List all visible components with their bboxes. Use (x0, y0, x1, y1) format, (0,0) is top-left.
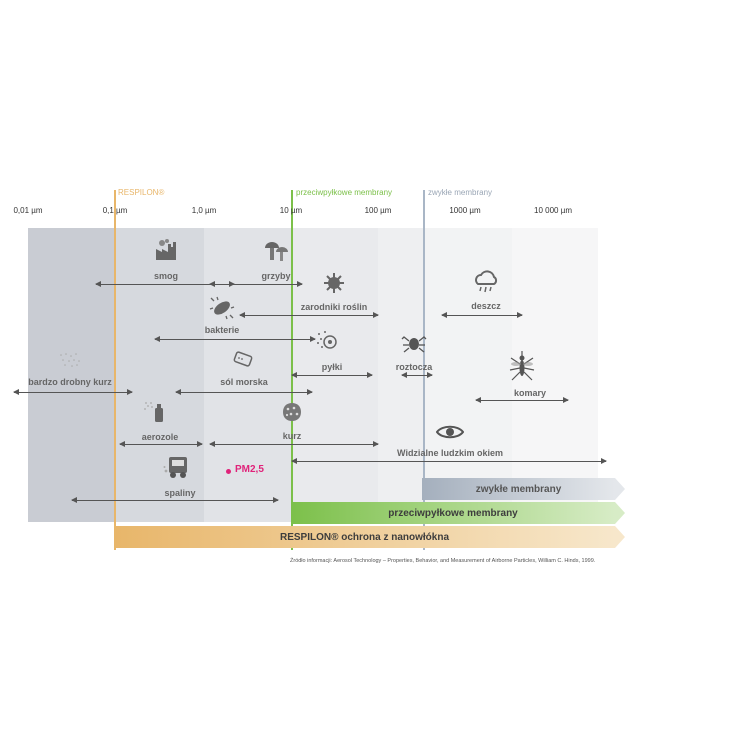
label-pollen: pyłki (321, 362, 343, 372)
range-bacteria (154, 336, 316, 342)
eye-icon (436, 425, 464, 439)
bar-respilon: RESPILON® ochrona z nanowłókna (114, 526, 625, 548)
tick-3: 10 µm (279, 206, 303, 215)
label-exhaust: spaliny (164, 488, 196, 498)
range-sea-salt (175, 389, 313, 395)
label-visible: Widzialne ludzkim okiem (397, 448, 503, 458)
source-note: Źródło informacji: Aerosol Technology – … (290, 558, 596, 564)
mosquito-icon (509, 351, 535, 381)
range-fungi (209, 281, 303, 287)
band-3 (204, 228, 292, 522)
bacteria-icon (209, 296, 235, 320)
label-sea-salt: sól morska (220, 377, 268, 387)
tick-4: 100 µm (364, 206, 392, 215)
label-mites: roztocza (395, 362, 433, 372)
range-mites (401, 372, 433, 378)
bar-regular-label: zwykłe membrany (475, 483, 562, 495)
range-dust (209, 441, 379, 447)
zone-label-respilon: RESPILON® (118, 188, 165, 197)
label-dust: kurz (282, 431, 302, 441)
range-fine-dust (13, 389, 133, 395)
label-smog: smog (153, 271, 179, 281)
pollen-icon (317, 331, 337, 349)
bar-pollen-membranes: przeciwpyłkowe membrany (291, 502, 625, 524)
bar-pollen-tip (615, 502, 625, 524)
tick-2: 1,0 µm (191, 206, 217, 215)
range-exhaust (71, 497, 279, 503)
range-visible (291, 458, 607, 464)
label-spores: zarodniki roślin (300, 302, 368, 312)
pm25-dot (226, 469, 231, 474)
range-pollen (291, 372, 373, 378)
label-pm25: PM2,5 (235, 464, 264, 475)
bar-regular-tip (615, 478, 625, 500)
label-rain: deszcz (471, 301, 501, 311)
range-aerosols (119, 441, 203, 447)
range-mosquitoes (475, 397, 569, 403)
label-aerosols: aerozole (141, 432, 179, 442)
bar-respilon-tip (615, 526, 625, 548)
bar-pollen-label: przeciwpyłkowe membrany (388, 507, 518, 519)
band-1 (28, 228, 114, 522)
pollen-boundary (291, 190, 293, 550)
band-2 (114, 228, 204, 522)
spray-icon (144, 402, 163, 422)
spore-icon (324, 273, 344, 293)
dust-icon (283, 403, 301, 421)
factory-icon (156, 239, 176, 260)
mushroom-icon (265, 242, 288, 261)
label-fine-dust: bardzo drobny kurz (28, 377, 112, 387)
range-rain (441, 312, 523, 318)
bar-respilon-label: RESPILON® ochrona z nanowłókna (279, 531, 450, 543)
range-spores (239, 312, 379, 318)
label-fungi: grzyby (261, 271, 291, 281)
tick-5: 1000 µm (449, 206, 481, 215)
respilon-boundary (114, 190, 116, 550)
regular-boundary (423, 190, 425, 550)
tick-0: 0,01 µm (13, 206, 43, 215)
fine-dust-icon (60, 353, 80, 367)
label-mosquitoes: komary (513, 388, 547, 398)
zone-label-pollen: przeciwpyłkowe membrany (296, 188, 393, 197)
band-6 (424, 228, 512, 522)
salt-shaker-icon (233, 351, 253, 367)
truck-icon (163, 457, 187, 478)
zone-label-regular: zwykłe membrany (428, 188, 493, 197)
tick-1: 0,1 µm (102, 206, 128, 215)
mite-icon (401, 336, 427, 353)
rain-cloud-icon (475, 270, 498, 293)
bar-regular-membranes: zwykłe membrany (422, 478, 625, 500)
tick-6: 10 000 µm (534, 206, 572, 215)
label-bacteria: bakterie (204, 325, 240, 335)
